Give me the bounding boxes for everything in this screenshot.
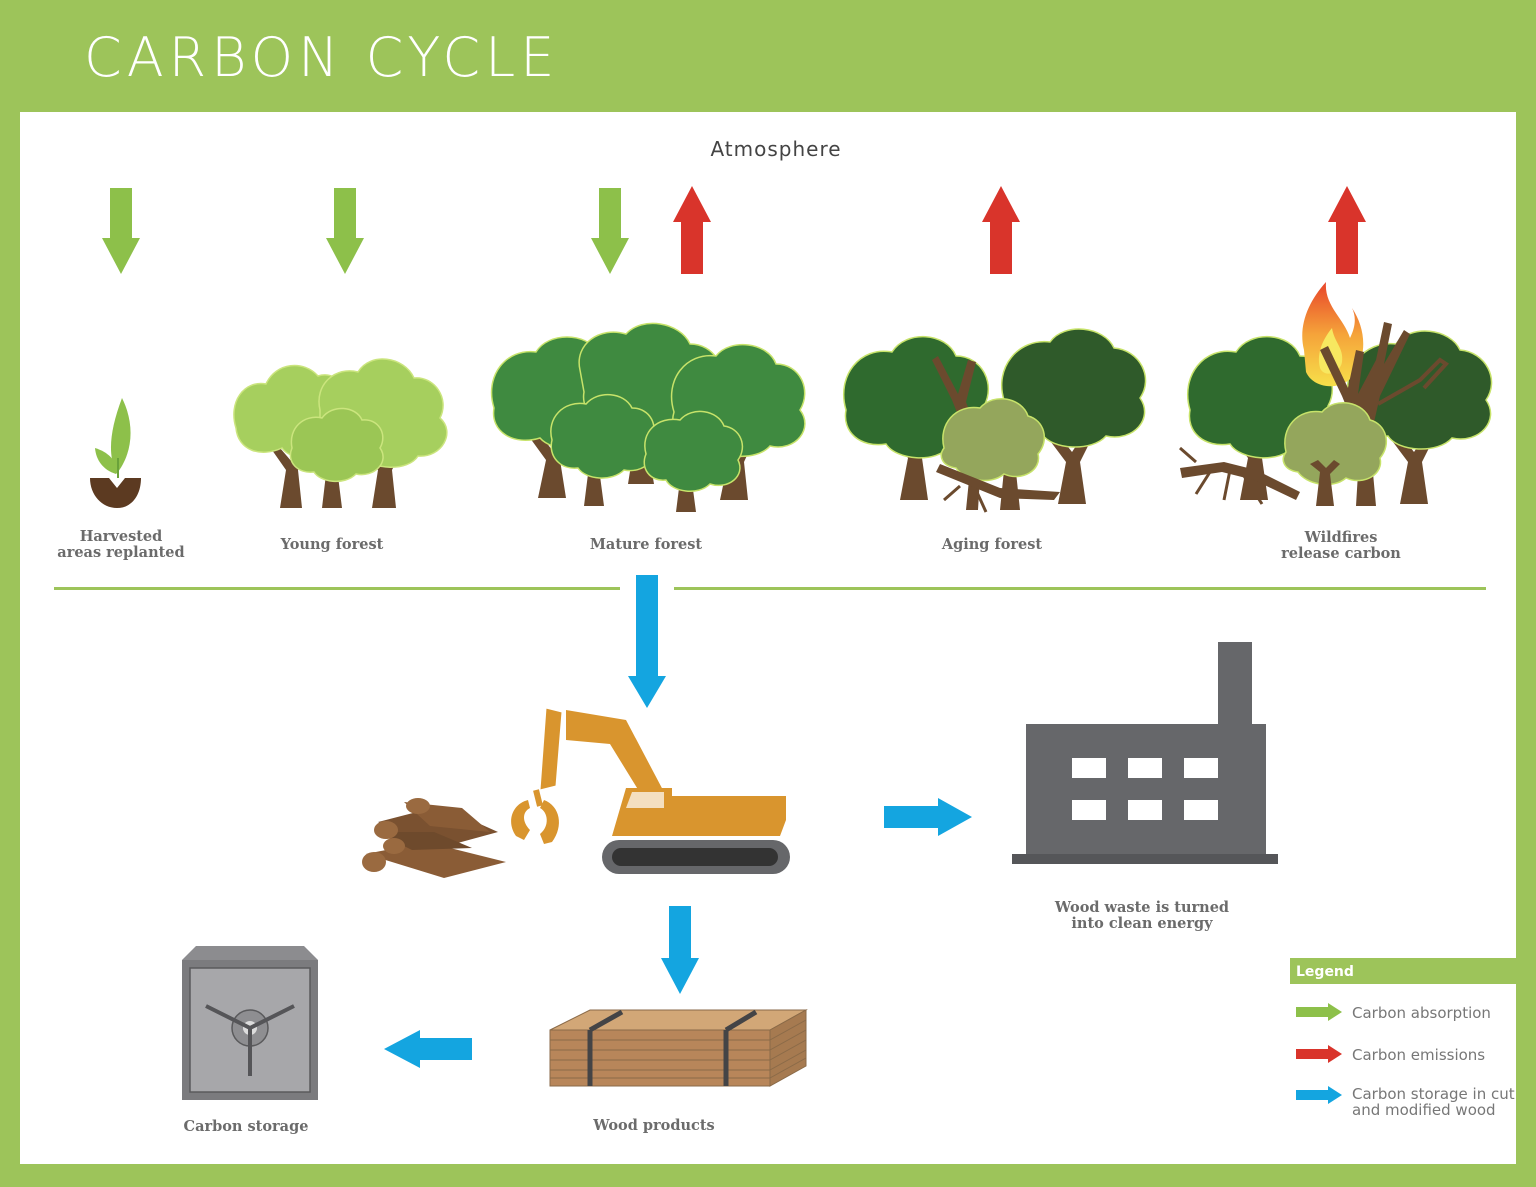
logs-icon [362, 798, 506, 878]
storage-arrow-products [661, 906, 699, 994]
wildfire-trees-icon [1179, 282, 1493, 506]
young-forest-trees-icon [233, 358, 448, 508]
emission-arrow-wildfires [1328, 186, 1366, 274]
factory-icon [1012, 642, 1278, 864]
absorption-arrow-young [326, 188, 364, 274]
harvester-machine-icon [511, 707, 790, 874]
legend-item-absorption: Carbon absorption [1296, 1003, 1491, 1022]
svg-text:Carbon emissions: Carbon emissions [1352, 1046, 1485, 1064]
sprout-icon [90, 398, 141, 508]
label-aging-forest: Aging forest [941, 536, 1043, 553]
emission-arrow-aging [982, 186, 1020, 274]
emission-arrow-mature [673, 186, 711, 274]
aging-forest-trees-icon [843, 328, 1147, 513]
safe-icon [182, 946, 318, 1100]
legend-item-emissions: Carbon emissions [1296, 1045, 1485, 1064]
label-mature-forest: Mature forest [590, 536, 703, 553]
ground-divider [54, 587, 1486, 590]
storage-arrow-safe [384, 1030, 472, 1068]
page-title: CARBON CYCLE [84, 26, 560, 89]
label-carbon-storage: Carbon storage [184, 1118, 309, 1135]
storage-arrow-energy [884, 798, 972, 836]
lumber-stack-icon [549, 1009, 808, 1087]
atmosphere-label: Atmosphere [710, 137, 841, 161]
label-young-forest: Young forest [280, 536, 384, 553]
svg-text:Carbon absorption: Carbon absorption [1352, 1004, 1491, 1022]
storage-arrow-harvest [628, 575, 666, 708]
absorption-arrow-mature [591, 188, 629, 274]
mature-forest-trees-icon [490, 322, 806, 512]
absorption-arrow-replanted [102, 188, 140, 274]
legend-title: Legend [1296, 964, 1354, 980]
legend: Legend Carbon absorption Carbon emission… [1290, 958, 1516, 1119]
label-wood-products: Wood products [592, 1117, 714, 1134]
